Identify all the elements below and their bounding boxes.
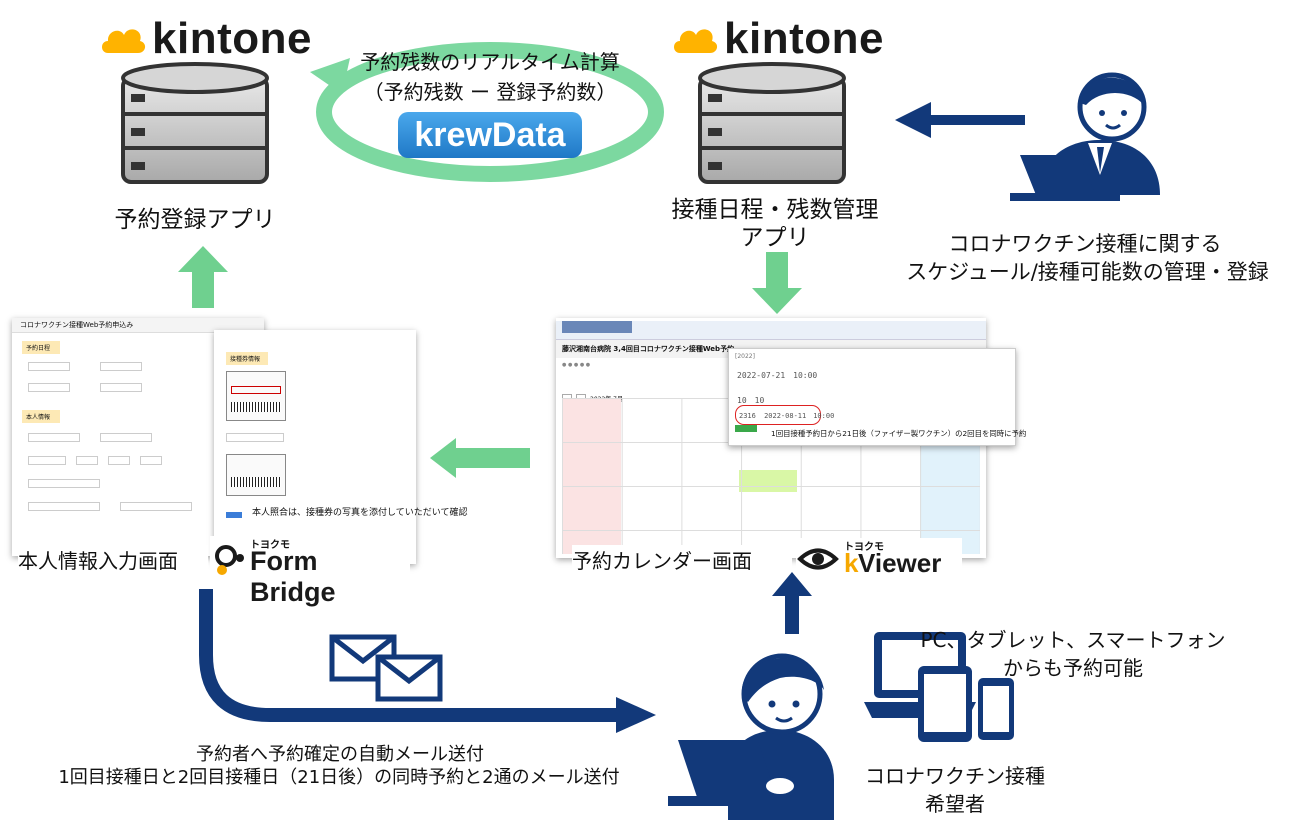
kviewer-eye-icon [797, 548, 839, 570]
user-person-icon [668, 653, 834, 820]
schedule-app-label-line2: アプリ [740, 225, 810, 251]
formbridge-wordmark: Form Bridge [250, 546, 336, 607]
popup-date2: 2022-08-11 10:00 [764, 412, 835, 420]
krewdata-logo: krewData [398, 112, 582, 158]
vaccination-ticket-image-2 [226, 454, 286, 496]
popup-book-button[interactable] [735, 425, 757, 432]
realtime-calc-loop [310, 42, 664, 182]
kintone-cloud-icon [102, 29, 146, 53]
form-field[interactable] [28, 456, 66, 465]
form-field[interactable] [76, 456, 98, 465]
reservation-popup: [2022] 2022-07-21 10:00 10 10 2316 2022-… [728, 348, 1027, 446]
popup-date1: 2022-07-21 10:00 [737, 371, 818, 380]
form-field[interactable] [120, 502, 192, 511]
loop-text-line1: 予約残数のリアルタイム計算 [360, 50, 620, 74]
mail-flow-arrow [199, 589, 656, 733]
krewdata-wordmark: krewData [414, 115, 566, 154]
form-field[interactable] [28, 479, 100, 488]
form-field[interactable] [100, 383, 142, 392]
kintone-logo-left: kintone [98, 14, 312, 64]
schedule-app-label-line1: 接種日程・残数管理 [671, 197, 879, 223]
kintone-logo-right: kintone [670, 14, 884, 64]
user-text-line2: 希望者 [925, 792, 985, 816]
admin-person-icon [1010, 72, 1160, 201]
mail-text-line1: 予約者へ予約確定の自動メール送付 [196, 744, 484, 765]
calendar-notes: ● ● ● ● ● [562, 362, 591, 368]
formbridge-logo: トヨクモ Form Bridge [210, 536, 410, 607]
form-field[interactable] [100, 433, 152, 442]
devices-text-line2: からも予約可能 [1003, 656, 1143, 680]
admin-text-line2: スケジュール/接種可能数の管理・登録 [906, 260, 1269, 284]
popup-highlight-circle [735, 405, 821, 425]
kintone-cloud-icon [674, 29, 718, 53]
db-to-calendar-arrow-down [752, 252, 802, 314]
form-title: コロナワクチン接種Web予約申込み [12, 318, 264, 333]
form-field[interactable] [28, 362, 70, 371]
popup-note: 1回目接種予約日から21日後（ファイザー製ワクチン）の2回目を同時に予約 [771, 429, 1027, 438]
database-icon-reservation [121, 62, 269, 184]
formbridge-small-label: トヨクモ [250, 540, 290, 551]
vaccination-ticket-image [226, 371, 286, 421]
form-field[interactable] [226, 433, 284, 442]
form-to-db-arrow-up [178, 246, 228, 308]
form-section-personal: 本人情報 [22, 410, 60, 423]
devices-text-line1: PC、タブレット、スマートフォン [920, 628, 1226, 652]
popup-remaining: 2316 [739, 412, 756, 420]
form-screen-label: 本人情報入力画面 [18, 545, 208, 574]
form-verification-note: 本人照合は、接種券の写真を添付していただいて確認 [252, 505, 467, 518]
form-field[interactable] [28, 502, 100, 511]
admin-text-line1: コロナワクチン接種に関する [948, 232, 1222, 256]
popup-count: 10 10 [737, 396, 765, 405]
form-section-reservation: 予約日程 [22, 341, 60, 354]
devices-icon [864, 632, 1014, 742]
kviewer-k: k [844, 548, 859, 578]
kviewer-small-label: トヨクモ [844, 542, 884, 553]
kviewer-wordmark: Viewer [858, 548, 942, 578]
user-to-calendar-arrow-up [772, 572, 812, 634]
formbridge-mark-icon [215, 545, 244, 575]
calendar-banner [556, 321, 986, 340]
form-field[interactable] [28, 383, 70, 392]
kintone-wordmark: kintone [152, 14, 312, 63]
upload-button[interactable] [226, 512, 242, 518]
mail-text-line2: 1回目接種日と2回目接種日（21日後）の同時予約と2通のメール送付 [58, 767, 620, 788]
loop-arrowhead-icon [310, 58, 350, 94]
form-field[interactable] [28, 433, 80, 442]
form-screenshot-right: 接種券情報 [214, 330, 416, 564]
form-field[interactable] [100, 362, 142, 371]
calendar-screen-label: 予約カレンダー画面 [572, 545, 792, 574]
form-section-ticket: 接種券情報 [226, 352, 268, 365]
database-icon-schedule [698, 62, 846, 184]
form-field[interactable] [140, 456, 162, 465]
mail-envelope-icon [329, 634, 443, 702]
user-text-line1: コロナワクチン接種 [865, 764, 1045, 788]
form-field[interactable] [108, 456, 130, 465]
reservation-app-label: 予約登録アプリ [114, 207, 276, 233]
admin-to-db-arrow [895, 102, 1025, 138]
kintone-wordmark: kintone [724, 14, 884, 63]
loop-text-line2: （予約残数 ー 登録予約数） [363, 80, 617, 104]
kviewer-logo: トヨクモ k Viewer [796, 538, 962, 580]
calendar-to-form-arrow-left [430, 438, 530, 478]
